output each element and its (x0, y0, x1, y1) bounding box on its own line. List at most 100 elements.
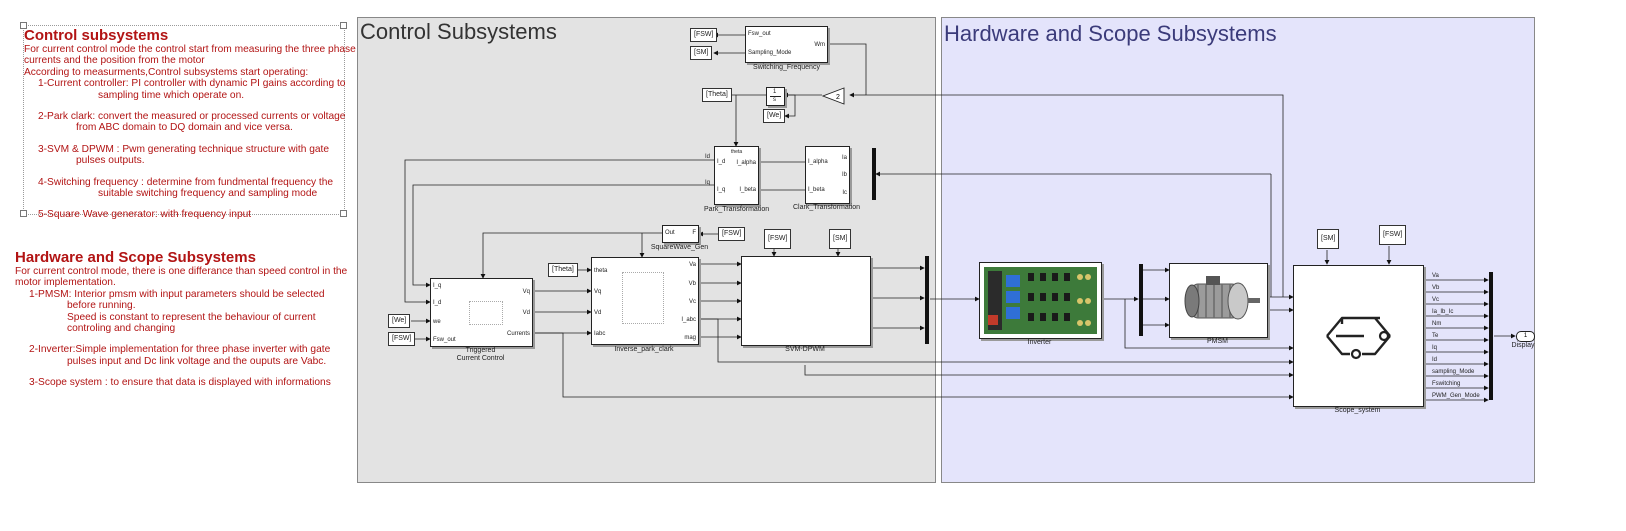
clark-transformation-label: Clark_Transformation (793, 204, 861, 211)
scope-output-bus-bar[interactable] (1489, 272, 1493, 400)
port-label: we (433, 319, 441, 325)
clark-transformation-block[interactable]: I_alpha I_beta Ia Ib Ic (805, 146, 850, 204)
port-label: Sampling_Mode (748, 50, 792, 56)
goto-tag-fsw[interactable]: [FSW] (690, 28, 718, 42)
scope-system-block[interactable] (1293, 265, 1424, 407)
id-signal-label: Id (705, 154, 711, 160)
switching-frequency-block[interactable]: Fsw_out Sampling_Mode Wm (745, 26, 828, 63)
note-line: pulses input and Dc link voltage and the… (67, 355, 327, 367)
port-label: F (692, 230, 696, 236)
note-line: 3-SVM & DPWM : Pwm generating technique … (38, 143, 330, 155)
squarewave-gen-block[interactable]: Out F (662, 225, 699, 243)
svm-dpwm-block[interactable] (741, 256, 871, 346)
note-line: controling and changing (67, 323, 176, 335)
triggered-current-control-block[interactable]: I_q I_d we Fsw_out Vq Vd Currents (430, 278, 533, 347)
from-tag-sm-scope[interactable]: [SM] (1317, 229, 1340, 249)
port-label: mag (684, 335, 696, 341)
selection-handle[interactable] (340, 22, 347, 29)
scope-output-label: Ia_Ib_Ic (1432, 309, 1454, 315)
note-line: Speed is constant to represent the behav… (67, 311, 316, 323)
park-transformation-block[interactable]: I_d I_q theta I_alpha I_beta (714, 146, 759, 205)
port-label: Fsw_out (433, 337, 456, 343)
hardware-notes-title: Hardware and Scope Subsystems (15, 249, 256, 266)
port-label: Wm (814, 42, 825, 48)
port-label: Vd (522, 310, 530, 316)
goto-tag-theta[interactable]: [Theta] (702, 88, 732, 102)
port-label: Iabc (594, 331, 606, 337)
scope-output-label: PWM_Gen_Mode (1432, 393, 1480, 399)
pmsm-block[interactable] (1169, 263, 1268, 338)
inverse-park-clark-block[interactable]: theta Vq Vd Iabc Va Vb Vc I_abc mag (591, 257, 699, 345)
scope-output-label: Vc (1432, 297, 1440, 303)
port-label: Vb (688, 281, 696, 287)
port-label: Vq (522, 289, 530, 295)
port-label: I_alpha (736, 160, 756, 166)
phase-bus-bar[interactable] (1139, 264, 1143, 336)
integrator-numerator: 1 (773, 89, 777, 95)
current-control-label: Current Control (456, 355, 505, 362)
port-label: I_alpha (808, 159, 828, 165)
annotation-selection-box[interactable] (23, 25, 345, 215)
control-notes[interactable]: Control subsystems For current control m… (24, 27, 356, 221)
scope-output-label: Id (1432, 357, 1438, 363)
display-label: Display (1511, 342, 1535, 349)
port-label: I_beta (739, 187, 756, 193)
note-line: 2-Inverter:Simple implementation for thr… (29, 344, 331, 356)
scope-output-label: sampling_Mode (1432, 369, 1475, 375)
from-tag-fsw-square[interactable]: [FSW] (718, 227, 746, 241)
selection-handle[interactable] (20, 22, 27, 29)
port-label: theta (594, 268, 608, 274)
port-label: I_q (433, 283, 442, 289)
gain-block[interactable]: 2 (822, 87, 846, 105)
gain-value: 2 (836, 94, 840, 101)
goto-tag-we[interactable]: [We] (763, 109, 786, 123)
port-label: I_abc (681, 317, 696, 323)
note-line: For current control mode, there is one d… (15, 266, 348, 277)
inverter-board-icon (984, 267, 1097, 334)
park-transformation-label: Park_Transformation (704, 206, 770, 213)
from-tag-sm-svm[interactable]: [SM] (829, 229, 852, 249)
goto-tag-sm[interactable]: [SM] (690, 46, 713, 60)
port-label: Vc (688, 299, 696, 305)
note-line: before running. (67, 300, 136, 312)
hardware-notes[interactable]: Hardware and Scope Subsystems For curren… (15, 249, 347, 389)
display-outport[interactable]: 1 (1516, 331, 1535, 342)
port-label: Ia (841, 155, 847, 161)
integrator-block[interactable]: 1 s (766, 87, 785, 106)
current-bus-bar[interactable] (872, 148, 876, 200)
note-line: 1-PMSM: Interior pmsm with input paramet… (29, 288, 325, 300)
port-label: I_q (717, 187, 726, 193)
from-tag-fsw-svm[interactable]: [FSW] (764, 229, 792, 249)
control-area-title: Control Subsystems (360, 19, 557, 44)
from-tag-fsw[interactable]: [FSW] (388, 332, 416, 346)
control-notes-title: Control subsystems (24, 27, 169, 44)
inverter-block[interactable] (979, 262, 1102, 339)
triggered-label: Triggered (465, 347, 496, 354)
port-label: I_d (717, 159, 726, 165)
hardware-area-title: Hardware and Scope Subsystems (944, 21, 1277, 46)
from-tag-theta[interactable]: [Theta] (548, 263, 578, 277)
port-label: Ic (842, 190, 847, 196)
note-line: sampling time which operate on. (98, 89, 245, 101)
scope-output-label: Te (1432, 333, 1439, 339)
selection-handle[interactable] (20, 210, 27, 217)
note-line: motor implementation. (15, 277, 116, 289)
note-line: 1-Current controller: PI controller with… (38, 78, 346, 90)
port-label: Vd (594, 310, 602, 316)
note-line: 2-Park clark: convert the measured or pr… (38, 111, 346, 123)
scope-output-label: Fswitching (1432, 381, 1461, 387)
scope-output-label: Iq (1432, 345, 1438, 351)
pwm-bus-bar[interactable] (925, 256, 929, 344)
port-label: Out (665, 230, 675, 236)
exchange-arrows-icon (1326, 316, 1391, 360)
from-tag-fsw-scope[interactable]: [FSW] (1379, 225, 1407, 245)
from-tag-we[interactable]: [We] (388, 314, 411, 328)
port-label: Va (689, 262, 696, 268)
selection-handle[interactable] (340, 210, 347, 217)
scope-output-label: Va (1432, 273, 1439, 279)
port-label: theta (731, 149, 743, 155)
svm-dpwm-label: SVM-DPWM (785, 346, 825, 353)
note-line: from ABC domain to DQ domain and vice ve… (76, 122, 293, 134)
note-line: According to measurments,Control subsyst… (24, 66, 309, 78)
squarewave-gen-label: SquareWave_Gen (650, 244, 709, 251)
